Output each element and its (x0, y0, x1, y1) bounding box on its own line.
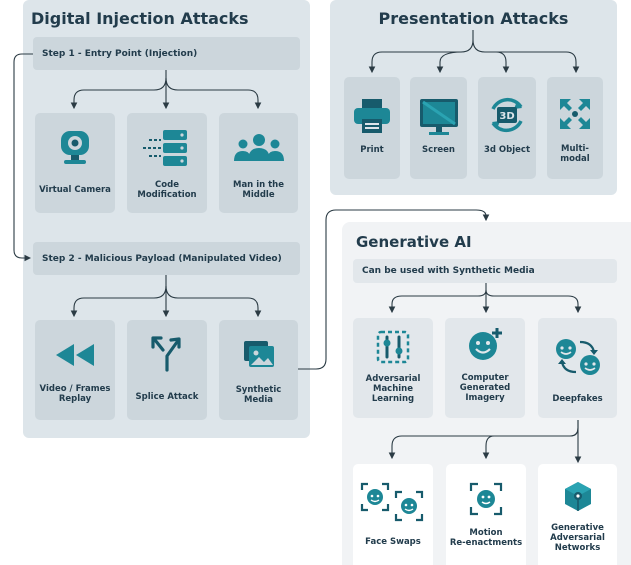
card-cgi: Computer Generated Imagery (445, 318, 525, 418)
rewind-icon (35, 342, 115, 368)
face-scan-icon (446, 482, 526, 516)
card-label: Print (360, 145, 384, 155)
card-splice-attack: Splice Attack (127, 320, 207, 420)
card-video-frames-replay: Video / Frames Replay (35, 320, 115, 420)
card-3d-object: 3D 3d Object (478, 77, 536, 179)
card-man-in-the-middle: Man in the Middle (219, 113, 298, 213)
card-adversarial-ml: Adversarial Machine Learning (353, 318, 433, 418)
card-deepfakes: Deepfakes (538, 318, 617, 418)
card-label: Video / Frames Replay (39, 384, 111, 404)
card-label: Synthetic Media (235, 385, 282, 405)
card-gan: Generative Adversarial Networks (538, 464, 617, 565)
cube-network-icon (538, 480, 617, 514)
card-label: Code Modification (137, 180, 197, 200)
card-virtual-camera: Virtual Camera (35, 113, 115, 213)
printer-icon (344, 97, 400, 135)
3d-rotate-icon: 3D (478, 95, 536, 135)
card-label: Splice Attack (135, 392, 199, 402)
generative-ai-title: Generative AI (356, 233, 472, 251)
card-screen: Screen (410, 77, 467, 179)
step-1-entry-point: Step 1 - Entry Point (Injection) (33, 37, 300, 70)
split-arrows-icon (127, 334, 207, 372)
expand-arrows-icon (547, 97, 603, 131)
card-label: Computer Generated Imagery (459, 373, 511, 403)
3d-glyph: 3D (499, 111, 514, 122)
smiley-plus-icon (445, 326, 525, 362)
ml-sliders-icon (353, 330, 433, 364)
card-label: Motion Re-enactments (449, 528, 523, 548)
card-print: Print (344, 77, 400, 179)
card-face-swaps: Face Swaps (353, 464, 433, 565)
media-stack-icon (219, 338, 298, 370)
monitor-icon (410, 97, 467, 137)
digital-injection-title: Digital Injection Attacks (31, 9, 249, 28)
card-multi-modal: Multi- modal (547, 77, 603, 179)
step-1-label: Step 1 - Entry Point (Injection) (42, 48, 198, 59)
card-label: Virtual Camera (39, 185, 111, 195)
card-label: Deepfakes (552, 394, 603, 404)
card-motion-reenactments: Motion Re-enactments (446, 464, 526, 565)
face-swap-icon (538, 336, 617, 378)
generative-subtitle-bar: Can be used with Synthetic Media (353, 259, 617, 283)
card-label: Adversarial Machine Learning (365, 374, 421, 404)
card-synthetic-media: Synthetic Media (219, 320, 298, 420)
card-label: Face Swaps (365, 537, 421, 547)
webcam-icon (35, 129, 115, 167)
code-server-icon (127, 127, 207, 169)
face-scan-pair-icon (353, 482, 433, 524)
people-group-icon (219, 133, 298, 163)
generative-subtitle: Can be used with Synthetic Media (362, 266, 535, 276)
card-label: Generative Adversarial Networks (550, 523, 605, 553)
card-code-modification: Code Modification (127, 113, 207, 213)
presentation-attacks-title: Presentation Attacks (378, 9, 569, 28)
card-label: Man in the Middle (232, 180, 284, 200)
card-label: 3d Object (483, 145, 531, 155)
card-label: Screen (422, 145, 455, 155)
step-2-label: Step 2 - Malicious Payload (Manipulated … (42, 253, 282, 264)
step-2-malicious-payload: Step 2 - Malicious Payload (Manipulated … (33, 242, 300, 275)
card-label: Multi- modal (560, 144, 590, 164)
